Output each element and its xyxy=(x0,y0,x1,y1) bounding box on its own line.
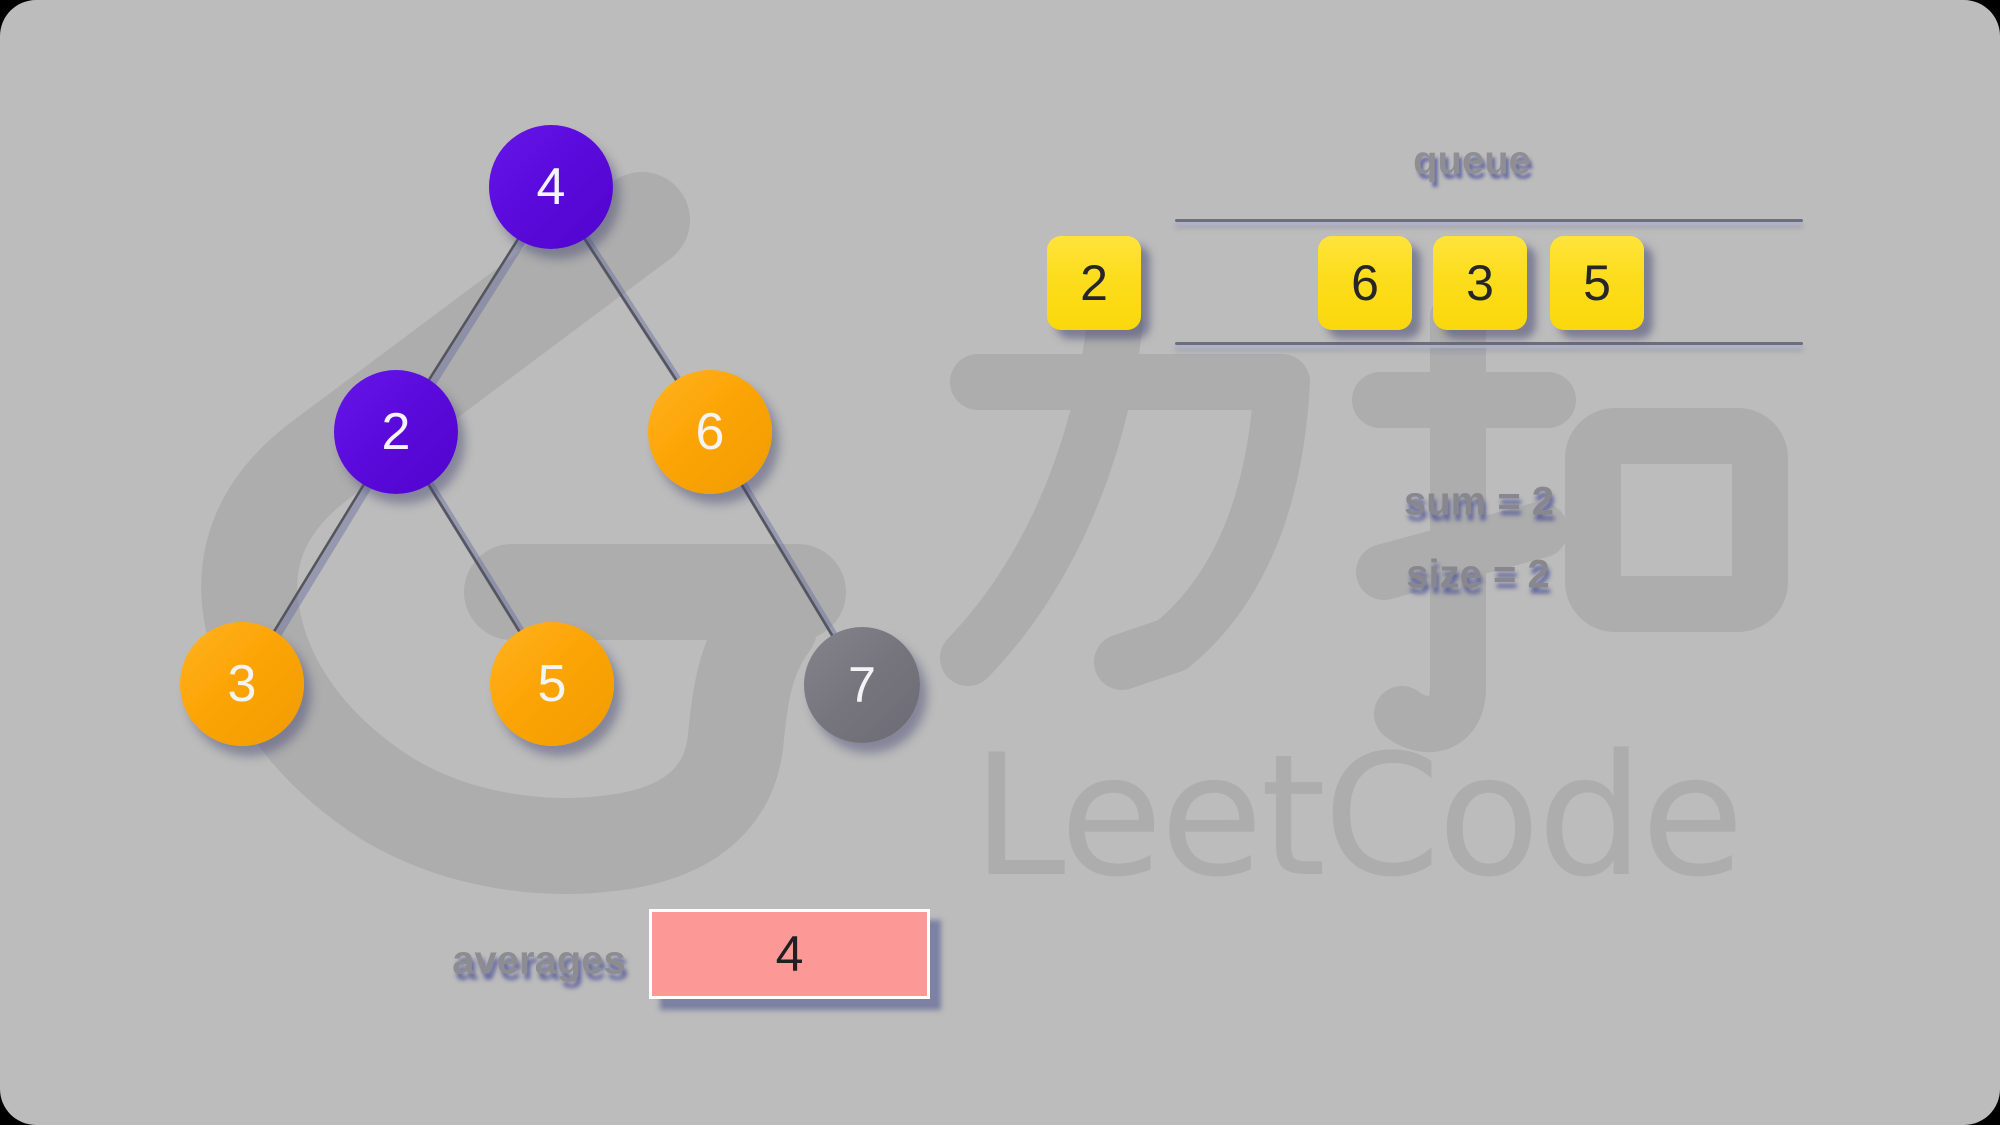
tree-node-value: 3 xyxy=(227,655,257,713)
tree-node-value: 4 xyxy=(536,158,566,216)
queue-item-value: 6 xyxy=(1351,255,1379,311)
cjk-watermark xyxy=(940,290,1788,753)
queue-rail-bottom xyxy=(1175,342,1803,345)
sum-text: sum = 2 xyxy=(1403,479,1555,524)
averages-value: 4 xyxy=(775,926,804,982)
queue-item: 3 xyxy=(1433,236,1527,330)
tree-node: 7 xyxy=(804,627,920,743)
queue-item-value: 2 xyxy=(1080,255,1108,311)
leetcode-logo-watermark xyxy=(201,172,846,894)
tree-node: 3 xyxy=(180,622,304,746)
queue-item-dequeued: 2 xyxy=(1047,236,1141,330)
averages-label: averages xyxy=(452,938,626,983)
size-text: size = 2 xyxy=(1406,552,1550,597)
tree-node: 4 xyxy=(489,125,613,249)
queue-item: 5 xyxy=(1550,236,1644,330)
tree-node: 6 xyxy=(648,370,772,494)
queue-rail-top xyxy=(1175,219,1803,222)
tree-node-value: 2 xyxy=(381,403,411,461)
tree-node-value: 5 xyxy=(537,655,567,713)
tree-node: 5 xyxy=(490,622,614,746)
tree-node-value: 7 xyxy=(848,657,876,713)
queue-item-value: 3 xyxy=(1466,255,1494,311)
averages-value-box: 4 xyxy=(649,909,930,999)
tree-node: 2 xyxy=(334,370,458,494)
tree-node-value: 6 xyxy=(695,403,725,461)
queue-item-value: 5 xyxy=(1583,255,1611,311)
leetcode-wordmark-watermark: LeetCode xyxy=(972,718,1744,914)
queue-item: 6 xyxy=(1318,236,1412,330)
queue-label: queue xyxy=(1413,138,1531,183)
